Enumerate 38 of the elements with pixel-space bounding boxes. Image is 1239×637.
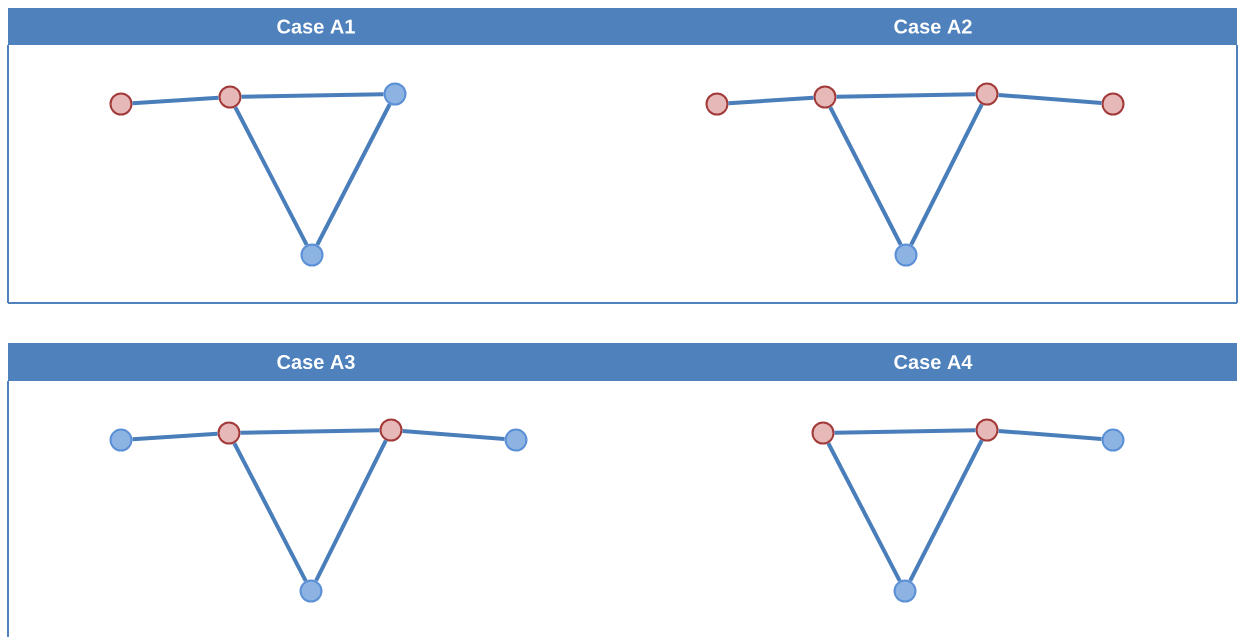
line xyxy=(909,103,984,246)
circle-node xyxy=(109,428,133,452)
line xyxy=(241,92,384,99)
circle-node xyxy=(504,428,528,452)
circle-node xyxy=(300,243,324,267)
line xyxy=(132,95,219,106)
circle-node xyxy=(383,82,407,106)
line xyxy=(232,442,308,582)
line xyxy=(908,439,984,582)
circle-node xyxy=(379,418,403,442)
panel: Case A3 Case A4 xyxy=(7,343,1237,637)
line xyxy=(834,428,976,435)
circle-node xyxy=(811,421,835,445)
circle-node xyxy=(109,92,133,116)
circle-node xyxy=(894,243,918,267)
circle-node xyxy=(218,85,242,109)
circle-node xyxy=(813,85,837,109)
line xyxy=(240,428,380,435)
circle-node xyxy=(893,579,917,603)
line xyxy=(315,103,392,246)
panel: Case A1 Case A2 xyxy=(7,8,1238,304)
circle-node xyxy=(705,92,729,116)
line xyxy=(233,106,309,246)
line xyxy=(998,428,1102,442)
circle-node xyxy=(1101,92,1125,116)
line xyxy=(132,431,218,442)
line xyxy=(314,439,388,582)
line xyxy=(402,428,505,442)
line xyxy=(828,106,903,246)
line xyxy=(728,95,814,106)
circle-node xyxy=(299,579,323,603)
circle-node xyxy=(1101,428,1125,452)
circle-node xyxy=(217,421,241,445)
line xyxy=(826,442,902,582)
line xyxy=(836,92,976,99)
line xyxy=(998,92,1102,106)
circle-node xyxy=(975,82,999,106)
circle-node xyxy=(975,418,999,442)
